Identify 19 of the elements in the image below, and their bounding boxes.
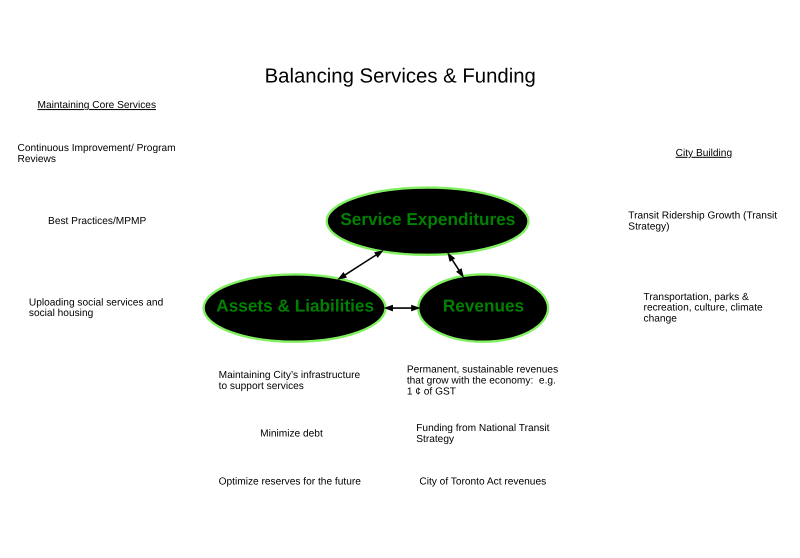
- label: Minimize debt: [260, 428, 323, 440]
- arrow: [384, 304, 421, 311]
- label: City Building: [676, 147, 732, 158]
- label: Permanent, sustainable revenues that grow with the economy: e.g. 1 ¢ of GST: [406, 364, 558, 397]
- label: Maintaining City’s infrastructure to support services: [218, 370, 360, 392]
- arrow: [447, 252, 464, 278]
- label: Best Practices/MPMP: [48, 215, 146, 226]
- label: City of Toronto Act revenues: [419, 476, 546, 487]
- label: Continuous Improvement/ Program Reviews: [18, 142, 176, 165]
- arrow: [337, 250, 384, 280]
- diagram-title: Balancing Services & Funding: [264, 65, 536, 88]
- label: Optimize reserves for the future: [218, 476, 361, 487]
- node-ellipse: Revenues: [417, 272, 550, 342]
- label: Transportation, parks & recreation, culture, climate change: [644, 291, 763, 324]
- label: Transit Ridership Growth (Transit Strategy): [628, 210, 778, 232]
- label: Maintaining Core Services: [37, 100, 156, 111]
- label: Uploading social services and social housing: [28, 296, 164, 319]
- node-ellipse: Service Expenditures: [325, 186, 530, 256]
- label: Funding from National Transit Strategy: [416, 422, 550, 445]
